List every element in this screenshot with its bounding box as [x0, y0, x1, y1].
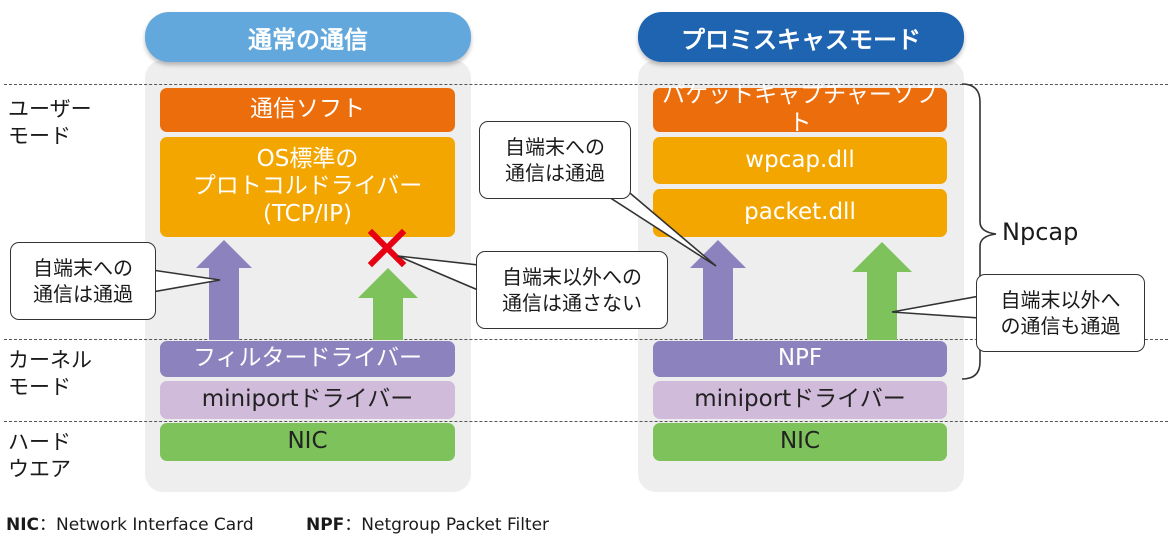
header-promiscuous-mode: プロミスキャスモード: [638, 12, 964, 62]
right-panel: [638, 60, 964, 492]
separator-user-top: [4, 84, 1168, 85]
callout-left-pass: 自端末への 通信は通過: [10, 242, 156, 320]
callout-left-block-line1: 自端末以外への: [502, 265, 642, 289]
layer-kernel-line2: モード: [8, 375, 71, 400]
callout-left-pass-line1: 自端末への: [33, 256, 133, 280]
left-filter-driver-box: フィルタードライバー: [160, 341, 455, 377]
left-protocol-driver-box: OS標準の プロトコルドライバー (TCP/IP): [160, 137, 455, 237]
footer-npf-full: ：Netgroup Packet Filter: [344, 515, 550, 535]
layer-user-line2: モード: [8, 124, 71, 149]
left-purple-up-arrow: [196, 240, 252, 340]
left-block-pointer: [397, 255, 479, 292]
callout-left-pass-line2: 通信は通過: [33, 282, 133, 306]
left-miniport-driver-box: miniportドライバー: [160, 381, 455, 419]
right-wpcap-box: wpcap.dll: [653, 137, 947, 184]
callout-right-pass-line2: 通信は通過: [505, 161, 605, 185]
npcap-brace: [961, 83, 997, 380]
protocol-line1: OS標準の: [256, 145, 359, 172]
header-normal-communication: 通常の通信: [145, 12, 471, 62]
npcap-label: Npcap: [1002, 218, 1079, 246]
footer-npf-abbr: NPF: [306, 515, 345, 535]
callout-left-block-line2: 通信は通さない: [502, 291, 642, 315]
callout-right-other-line2: の通信も通過: [1000, 314, 1121, 338]
separator-kernel-hardware: [4, 421, 1168, 422]
left-panel: [145, 60, 471, 492]
footer-npf-legend: NPF：Netgroup Packet Filter: [306, 510, 549, 535]
callout-right-other-line1: 自端末以外へ: [1000, 288, 1121, 312]
layer-hardware-line2: ウエア: [8, 457, 71, 482]
callout-right-pass: 自端末への 通信は通過: [479, 121, 631, 199]
protocol-line3: (TCP/IP): [263, 200, 352, 227]
right-purple-up-arrow: [690, 240, 746, 340]
layer-label-user-mode: ユーザー モード: [8, 96, 92, 151]
layer-user-line1: ユーザー: [8, 97, 92, 121]
separator-user-kernel: [4, 339, 1168, 340]
layer-label-kernel-mode: カーネル モード: [8, 347, 92, 402]
right-nic-box: NIC: [653, 423, 947, 461]
right-other-pointer: [891, 295, 981, 319]
left-nic-box: NIC: [160, 423, 455, 461]
block-x-icon: [367, 228, 407, 268]
layer-kernel-line1: カーネル: [8, 348, 92, 372]
callout-right-other: 自端末以外へ の通信も通過: [976, 274, 1145, 352]
right-green-up-arrow: [852, 242, 912, 340]
right-miniport-driver-box: miniportドライバー: [653, 381, 947, 419]
right-npf-box: NPF: [653, 341, 947, 377]
layer-label-hardware: ハード ウエア: [8, 429, 71, 484]
callout-right-pass-line1: 自端末への: [505, 135, 605, 159]
layer-hardware-line1: ハード: [8, 430, 71, 454]
protocol-line2: プロトコルドライバー: [192, 173, 423, 200]
footer-nic-abbr: NIC: [6, 515, 40, 535]
footer-nic-full: ：Network Interface Card: [39, 515, 254, 535]
left-comm-software-box: 通信ソフト: [160, 88, 455, 132]
left-green-up-arrow: [358, 268, 418, 340]
footer-nic-legend: NIC：Network Interface Card: [6, 510, 254, 535]
callout-left-block: 自端末以外への 通信は通さない: [476, 251, 668, 329]
right-packet-dll-box: packet.dll: [653, 189, 947, 237]
